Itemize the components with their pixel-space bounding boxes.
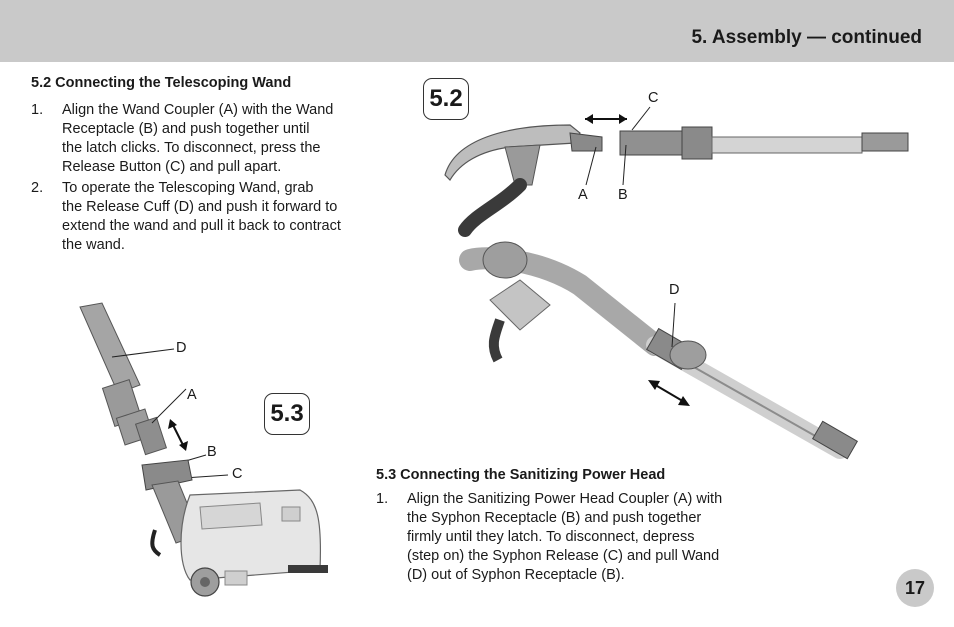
section-5-2-title: 5.2 Connecting the Telescoping Wand — [31, 75, 292, 91]
step-line: the Syphon Receptacle (B) and push toget… — [407, 510, 702, 526]
step-number: 2. — [31, 180, 44, 196]
step-item: 1. Align the Wand Coupler (A) with the W… — [31, 101, 381, 177]
step-line: Release Button (C) and pull apart. — [62, 159, 282, 175]
step-item: 2. To operate the Telescoping Wand, grab… — [31, 179, 381, 255]
step-line: the Release Cuff (D) and push it forward… — [62, 199, 338, 215]
step-line: Receptacle (B) and push together until — [62, 121, 310, 137]
step-item: 1. Align the Sanitizing Power Head Coupl… — [376, 490, 756, 585]
step-line: the latch clicks. To disconnect, press t… — [62, 140, 321, 156]
fig52-label-c: C — [648, 90, 659, 106]
fig53-label-d: D — [176, 340, 187, 356]
header-title: 5. Assembly — continued — [691, 27, 922, 48]
section-5-3-title: 5.3 Connecting the Sanitizing Power Head — [376, 467, 666, 483]
figure-5-2-badge: 5.2 — [423, 78, 469, 120]
fig52-label-b: B — [618, 187, 628, 203]
fig53-label-a: A — [187, 387, 197, 403]
fig52-label-a: A — [578, 187, 588, 203]
step-number: 1. — [376, 491, 389, 507]
step-line: Align the Sanitizing Power Head Coupler … — [407, 491, 723, 507]
step-line: To operate the Telescoping Wand, grab — [62, 180, 314, 196]
figure-5-3-illustration — [79, 302, 328, 597]
step-line: Align the Wand Coupler (A) with the Wand — [62, 102, 334, 118]
section-5-2-steps: 1. Align the Wand Coupler (A) with the W… — [31, 101, 381, 257]
fig53-label-c: C — [232, 466, 243, 482]
step-line: the wand. — [62, 237, 125, 253]
figure-5-2-illustration — [444, 106, 909, 460]
fig52-label-d: D — [669, 282, 680, 298]
figure-5-3-badge: 5.3 — [264, 393, 310, 435]
step-line: extend the wand and pull it back to cont… — [62, 218, 341, 234]
fig53-label-b: B — [207, 444, 217, 460]
step-number: 1. — [31, 102, 44, 118]
step-line: (D) out of Syphon Receptacle (B). — [407, 567, 625, 583]
section-5-3-steps: 1. Align the Sanitizing Power Head Coupl… — [376, 490, 756, 587]
page-header: 5. Assembly — continued — [0, 0, 954, 62]
step-line: firmly until they latch. To disconnect, … — [407, 529, 695, 545]
page-number: 17 — [896, 569, 934, 607]
step-line: (step on) the Syphon Release (C) and pul… — [407, 548, 720, 564]
